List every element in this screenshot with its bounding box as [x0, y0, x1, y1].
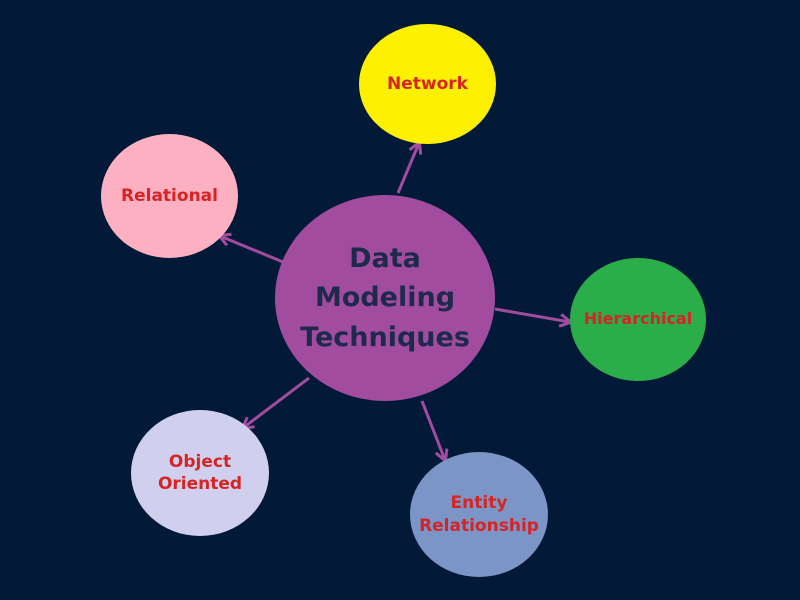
edge-to-relational: [220, 236, 284, 264]
center-node-line: Modeling: [314, 282, 456, 314]
node-entity-relationship-line: Relationship: [419, 515, 539, 536]
node-object-oriented-line: Oriented: [157, 474, 243, 494]
edge-to-entity-relationship: [420, 400, 445, 460]
node-entity-relationship-label: Entity Relationship: [419, 492, 539, 536]
center-node: Data Modeling Techniques: [275, 195, 495, 401]
center-node-line: Techniques: [300, 321, 470, 353]
center-node-line: Data: [349, 243, 421, 275]
node-object-oriented-label: Object Oriented: [158, 451, 242, 495]
edge-to-hierarchical: [494, 307, 570, 322]
node-hierarchical-label: Hierarchical: [583, 309, 693, 329]
node-hierarchical: Hierarchical: [570, 258, 706, 381]
node-relational-label: Relational: [121, 185, 218, 206]
edge-to-network: [396, 143, 419, 194]
node-network: Network: [359, 24, 496, 144]
node-network-label: Network: [387, 73, 468, 94]
node-object-oriented-line: Object: [168, 451, 232, 472]
node-entity-relationship-line: Entity: [450, 493, 508, 514]
node-entity-relationship: Entity Relationship: [410, 452, 548, 577]
node-object-oriented: Object Oriented: [131, 410, 269, 536]
node-relational: Relational: [101, 134, 238, 258]
center-node-label: Data Modeling Techniques: [300, 239, 470, 356]
edge-to-object-oriented: [243, 376, 310, 428]
